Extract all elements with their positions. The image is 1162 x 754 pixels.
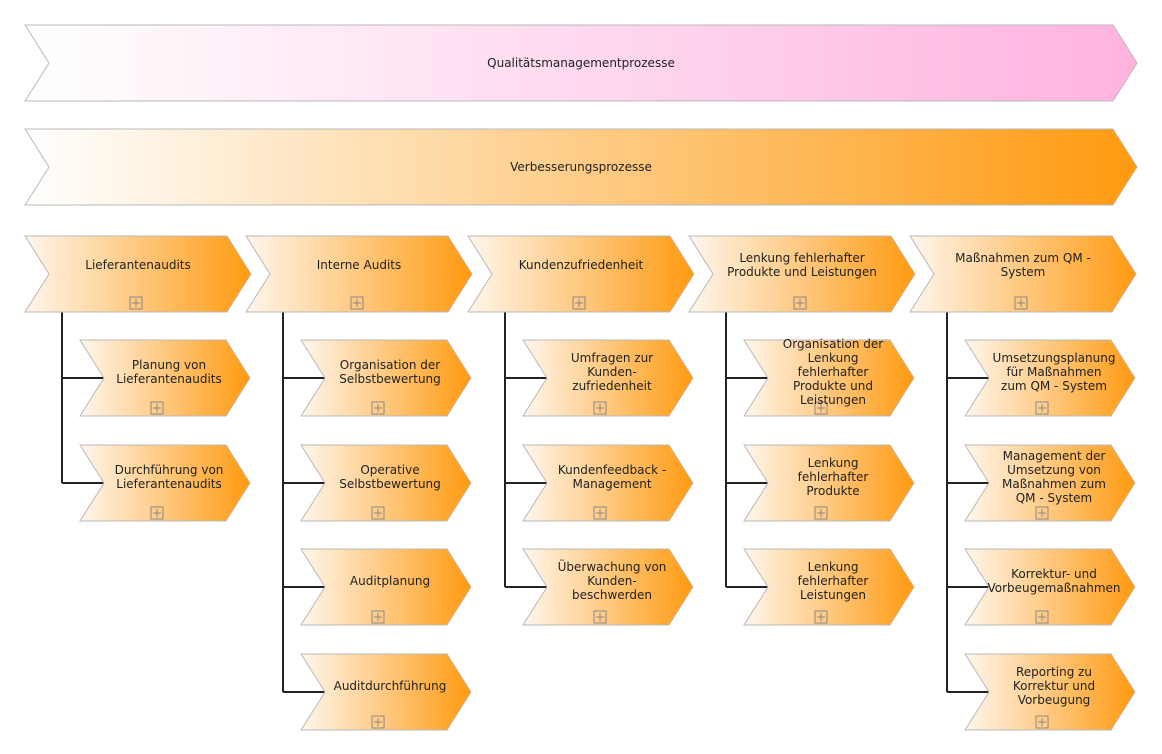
expand-plus-icon[interactable] xyxy=(350,296,364,310)
subprocess-reporting-zu-korrektur-und-vorbeugung[interactable] xyxy=(964,653,1136,731)
banner-verbesserungsprozesse[interactable] xyxy=(24,128,1138,206)
connector-layer xyxy=(61,312,989,693)
process-interne-audits[interactable] xyxy=(245,235,473,313)
expand-plus-icon[interactable] xyxy=(793,296,807,310)
expand-plus-icon[interactable] xyxy=(1014,296,1028,310)
expand-plus-icon[interactable] xyxy=(1035,610,1049,624)
subprocess-umsetzungsplanung-fuer-massnahmen-zum-qm-system[interactable] xyxy=(964,339,1136,417)
expand-plus-icon[interactable] xyxy=(371,506,385,520)
expand-plus-icon[interactable] xyxy=(814,506,828,520)
subprocess-lenkung-fehlerhafter-leistungen[interactable] xyxy=(743,548,915,626)
process-lenkung-fehlerhafter-produkte-und-leistungen[interactable] xyxy=(688,235,916,313)
expand-plus-icon[interactable] xyxy=(814,401,828,415)
expand-plus-icon[interactable] xyxy=(593,610,607,624)
expand-plus-icon[interactable] xyxy=(129,296,143,310)
subprocess-ueberwachung-von-kunden-beschwerden[interactable] xyxy=(522,548,694,626)
subprocess-umfragen-zur-kunden-zufriedenheit[interactable] xyxy=(522,339,694,417)
process-lieferantenaudits[interactable] xyxy=(24,235,252,313)
subprocess-lenkung-fehlerhafter-produkte[interactable] xyxy=(743,444,915,522)
expand-plus-icon[interactable] xyxy=(1035,506,1049,520)
subprocess-korrektur-und-vorbeugemassnahmen[interactable] xyxy=(964,548,1136,626)
subprocess-organisation-der-lenkung-fehlerhafter-produkte-und-leistungen[interactable] xyxy=(743,339,915,417)
banner-layer xyxy=(24,24,1138,206)
expand-plus-icon[interactable] xyxy=(371,401,385,415)
expand-plus-icon[interactable] xyxy=(593,401,607,415)
expand-plus-icon[interactable] xyxy=(593,506,607,520)
expand-plus-icon[interactable] xyxy=(371,715,385,729)
subprocess-durchfuehrung-von-lieferantenaudits[interactable] xyxy=(79,444,251,522)
subprocess-operative-selbstbewertung[interactable] xyxy=(300,444,472,522)
expand-plus-icon[interactable] xyxy=(1035,401,1049,415)
process-kundenzufriedenheit[interactable] xyxy=(467,235,695,313)
expand-plus-icon[interactable] xyxy=(1035,715,1049,729)
subprocess-kundenfeedback-management[interactable] xyxy=(522,444,694,522)
expand-plus-icon[interactable] xyxy=(150,506,164,520)
expand-plus-icon[interactable] xyxy=(371,610,385,624)
process-layer xyxy=(24,235,1137,731)
subprocess-planung-von-lieferantenaudits[interactable] xyxy=(79,339,251,417)
process-massnahmen-zum-qm-system[interactable] xyxy=(909,235,1137,313)
subprocess-organisation-der-selbstbewertung[interactable] xyxy=(300,339,472,417)
expand-plus-icon[interactable] xyxy=(150,401,164,415)
expand-plus-icon[interactable] xyxy=(814,610,828,624)
subprocess-auditplanung[interactable] xyxy=(300,548,472,626)
subprocess-management-der-umsetzung-von-massnahmen-zum-qm-system[interactable] xyxy=(964,444,1136,522)
subprocess-auditdurchfuehrung[interactable] xyxy=(300,653,472,731)
banner-qualitaetsmanagementprozesse[interactable] xyxy=(24,24,1138,102)
expand-plus-icon[interactable] xyxy=(572,296,586,310)
